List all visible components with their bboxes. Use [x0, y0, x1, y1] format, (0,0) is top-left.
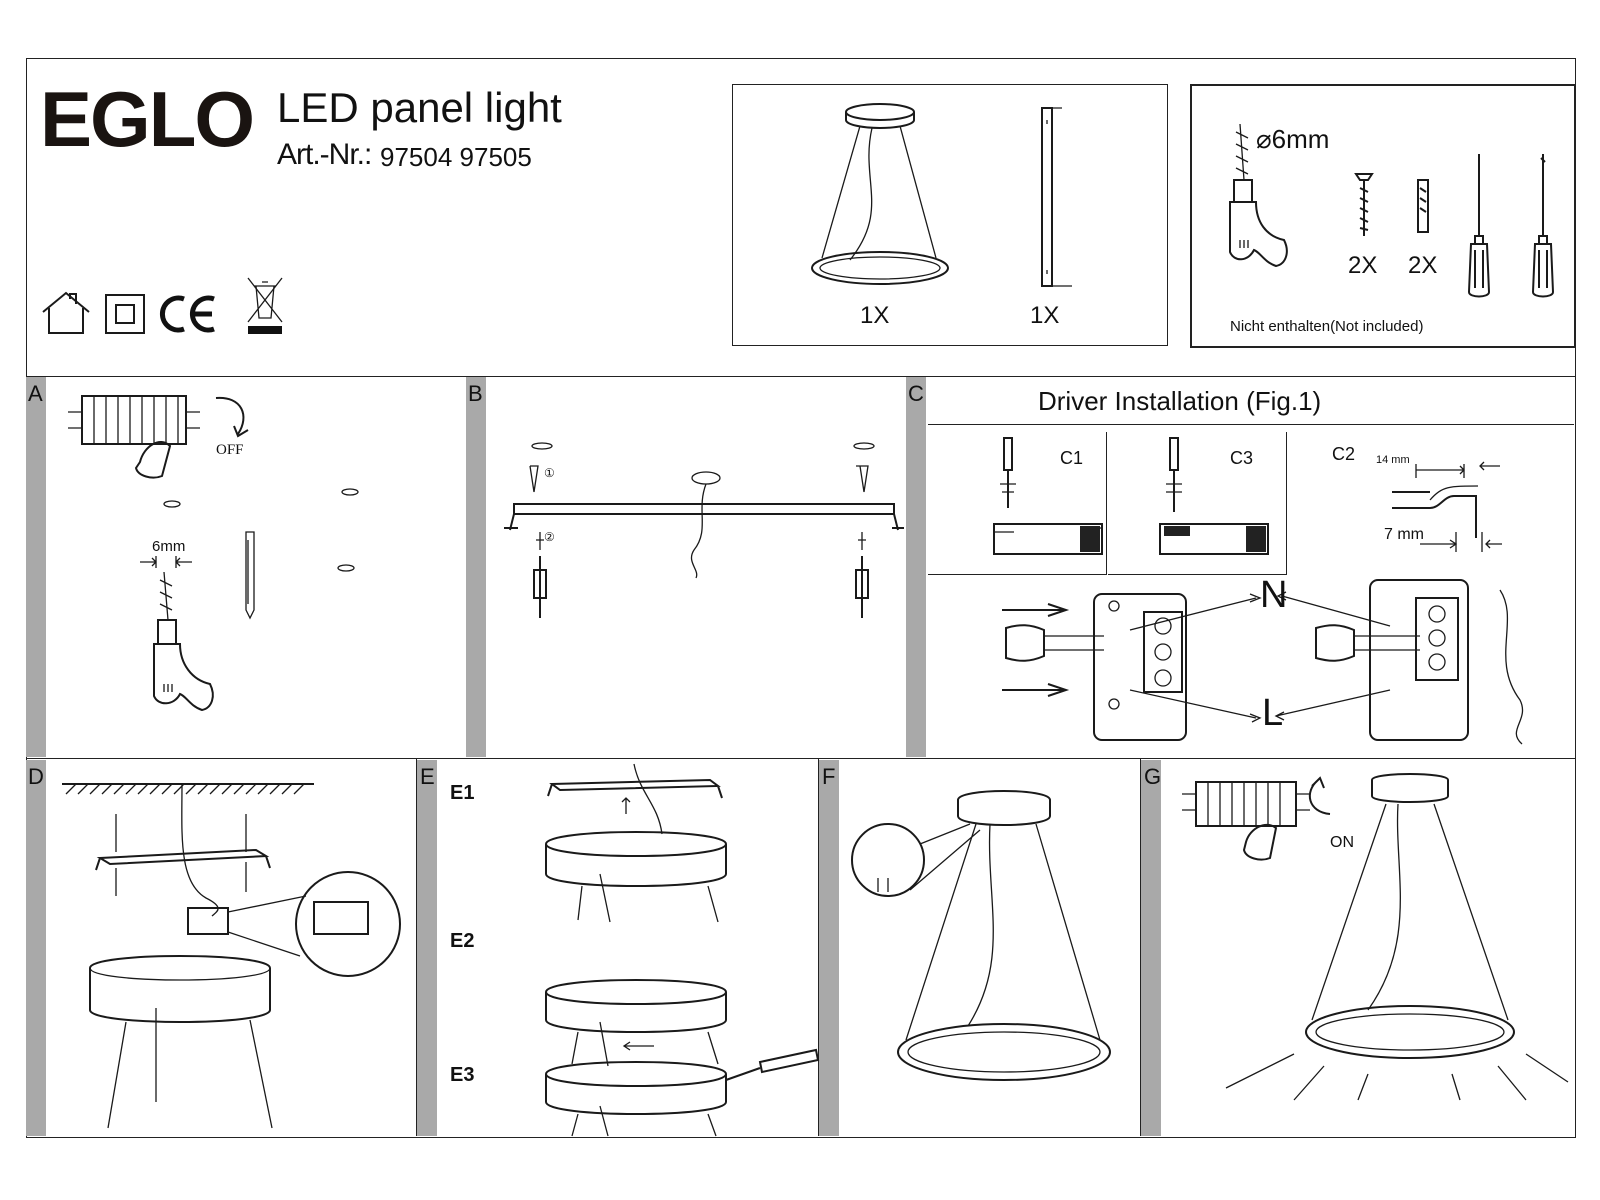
row3-divider-e-f [818, 758, 819, 1136]
panel-a-dowel-illustration [245, 531, 255, 620]
c3-label: C3 [1230, 448, 1254, 468]
contents-box [732, 84, 1168, 346]
not-included-note: Nicht enthalten(Not included) [1230, 318, 1424, 335]
tools-box [1190, 84, 1576, 348]
panel-a-ceiling-holes [163, 488, 359, 572]
article-label: Art.-Nr.: [277, 138, 372, 171]
drill-icon [1229, 123, 1288, 268]
row3-divider-f-g [1140, 758, 1141, 1136]
indoor-house-icon [42, 291, 90, 334]
c1-label: C1 [1060, 448, 1084, 468]
panel-e-sidebar [417, 760, 437, 1136]
panel-b-bracket-mounting-illustration [504, 442, 904, 618]
class-ii-double-insulation-icon [105, 294, 145, 334]
pendant-lamp-illustration [811, 103, 949, 285]
c-title-divider [928, 424, 1574, 425]
panel-e-letter: E [420, 764, 435, 789]
strip-length-7: 7 mm [1384, 526, 1424, 543]
panel-e-assembly-illustration [545, 763, 820, 1137]
panel-a-sidebar [26, 377, 46, 757]
live-label: L [1262, 692, 1284, 734]
panel-f-sidebar [819, 760, 839, 1136]
c2-label: C2 [1332, 444, 1356, 464]
panel-a-breaker-illustration [68, 395, 249, 479]
panel-b-letter: B [468, 381, 483, 406]
brand-logo: EGLO [40, 75, 255, 163]
step-1-marker: ① [544, 466, 555, 480]
panel-d-sidebar [26, 760, 46, 1136]
step-e3-label: E3 [450, 1064, 475, 1086]
ce-mark-icon [160, 295, 215, 333]
step-e1-label: E1 [450, 782, 475, 804]
wall-plug-quantity: 2X [1408, 252, 1438, 279]
panel-g-lamp-lit-illustration [1225, 773, 1569, 1101]
product-title: LED panel light [277, 84, 562, 131]
panel-d-canopy-driver-illustration [62, 783, 401, 1129]
drill-size: ⌀6mm [1256, 124, 1330, 154]
article-numbers: 97504 97505 [380, 142, 532, 172]
panel-a-letter: A [28, 381, 43, 406]
weee-crossed-bin-icon [247, 277, 283, 334]
row-divider [26, 758, 1576, 759]
panel-a-drill-illustration [140, 556, 214, 712]
phillips-screwdriver-icon [1531, 154, 1555, 298]
screw-icon [1354, 173, 1374, 236]
panel-f-letter: F [822, 764, 836, 789]
terminal-connection-right [1315, 579, 1524, 745]
c1-driver-screwdriver-illustration [993, 437, 1103, 555]
panel-g-letter: G [1144, 764, 1162, 789]
header-divider [26, 376, 1576, 377]
mounting-bracket-illustration [1041, 107, 1072, 287]
c3-driver-screwdriver-illustration [1159, 437, 1269, 555]
panel-c-sidebar [906, 377, 926, 757]
panel-b-sidebar [466, 377, 486, 757]
lamp-quantity: 1X [860, 302, 890, 329]
c1-box [928, 432, 1107, 575]
drill-depth-label: 6mm [152, 538, 186, 555]
terminal-connection-left [1002, 593, 1187, 741]
panel-g-breaker-on-illustration [1182, 776, 1331, 861]
panel-f-suspension-illustration [851, 790, 1111, 1081]
wall-plug-icon [1417, 179, 1429, 233]
strip-length-14: 14 mm [1376, 454, 1410, 466]
panel-c-letter: C [908, 381, 924, 406]
row3-divider-d-e [416, 758, 417, 1136]
screw-quantity: 2X [1348, 252, 1378, 279]
panel-d-letter: D [28, 764, 44, 789]
step-e2-label: E2 [450, 930, 475, 952]
c2-wire-strip-illustration [1392, 461, 1502, 552]
panel-g-sidebar [1141, 760, 1161, 1136]
step-2-marker: ② [544, 530, 555, 544]
flat-screwdriver-icon [1467, 154, 1491, 298]
power-on-label: ON [1330, 834, 1354, 851]
power-off-label: OFF [216, 442, 244, 458]
neutral-label: N [1260, 574, 1288, 616]
driver-installation-title: Driver Installation (Fig.1) [1038, 386, 1322, 416]
c3-box [1108, 432, 1287, 575]
neutral-live-pointer-lines [1129, 591, 1391, 723]
bracket-quantity: 1X [1030, 302, 1060, 329]
